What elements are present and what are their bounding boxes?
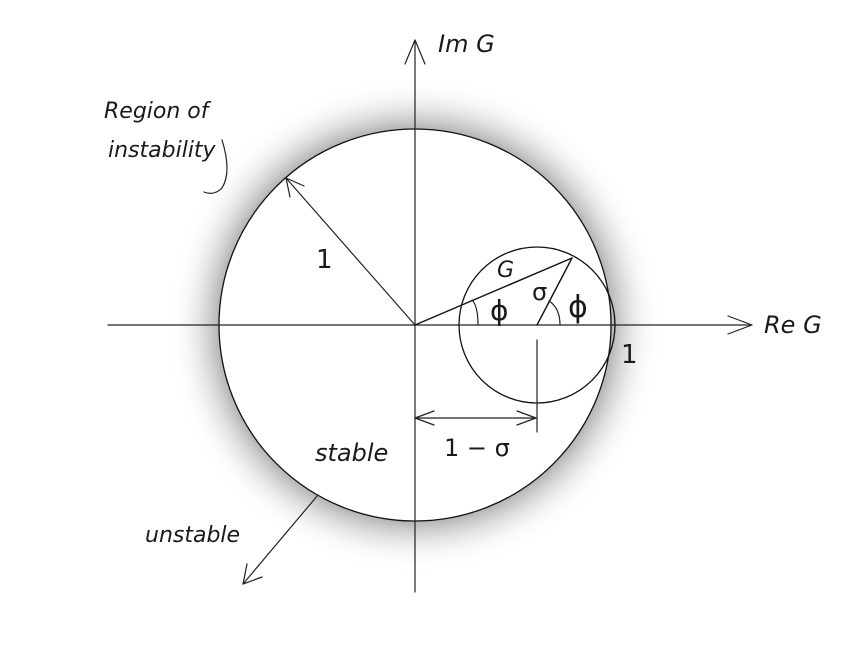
region-label-curl <box>203 139 228 194</box>
region-title-line1: Region of <box>104 99 212 124</box>
region-title-line2: instability <box>108 138 217 163</box>
phi-angle-arc-left <box>471 299 479 326</box>
sigma-radius <box>536 257 573 326</box>
phi-angle-arc-right <box>548 300 561 326</box>
real-axis-label: Re G <box>764 311 822 339</box>
unstable-label: unstable <box>145 523 240 548</box>
unit-point-label: 1 <box>621 340 638 370</box>
g-vector <box>414 257 573 326</box>
phi-left-label: ϕ <box>490 294 508 327</box>
phi-right-label: ϕ <box>568 290 588 325</box>
unit-radius-label: 1 <box>316 245 333 275</box>
imaginary-axis-arrowhead <box>404 39 426 65</box>
sigma-label: σ <box>532 278 547 306</box>
unit-radius-arrowhead <box>285 177 305 198</box>
g-label: G <box>497 258 514 283</box>
real-axis-arrowhead <box>727 315 753 335</box>
one-minus-sigma-label: 1 − σ <box>444 434 510 462</box>
dimension-arrowhead-left <box>414 410 435 426</box>
imaginary-axis-label: Im G <box>438 30 495 58</box>
unit-radius-line <box>285 177 416 326</box>
unstable-arrow <box>242 494 319 585</box>
stable-label: stable <box>315 439 388 467</box>
dimension-arrowhead-right <box>516 410 537 426</box>
unstable-arrowhead <box>242 563 263 585</box>
